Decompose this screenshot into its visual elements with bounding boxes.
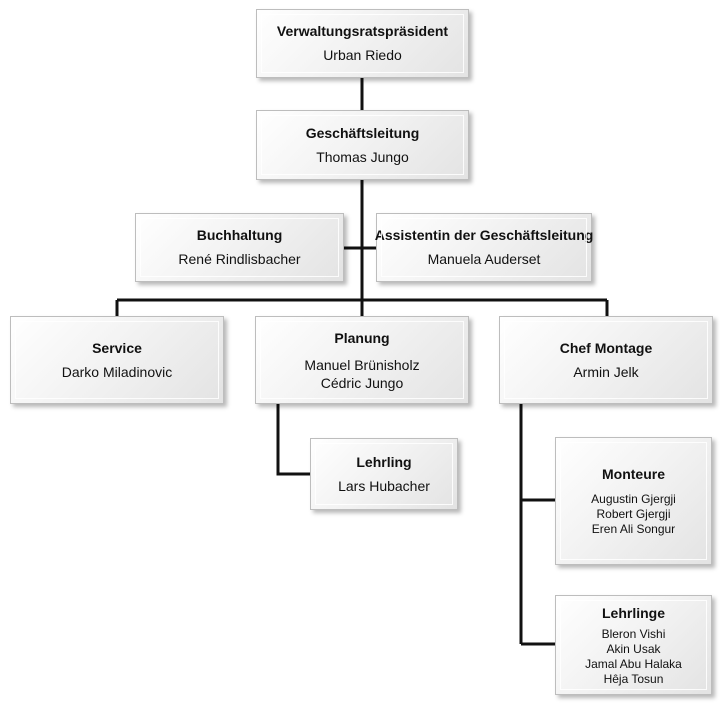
node-fitters: Monteure Augustin Gjergji Robert Gjergji… <box>555 437 712 565</box>
node-assistant: Assistentin der Geschäftsleitung Manuela… <box>374 213 594 282</box>
node-planning-name-2: Cédric Jungo <box>320 374 404 391</box>
node-apprentices-title: Lehrlinge <box>601 604 665 621</box>
node-service-name: Darko Miladinovic <box>61 363 173 380</box>
node-apprentice-title: Lehrling <box>356 453 412 470</box>
node-apprentices-name-1: Bleron Vishi <box>601 626 666 641</box>
node-accounting-title: Buchhaltung <box>196 227 283 243</box>
node-planning-title: Planung <box>334 329 390 346</box>
node-president-name: Urban Riedo <box>323 47 402 63</box>
node-apprentices-name-3: Jamal Abu Halaka <box>585 656 682 671</box>
node-management: Geschäftsleitung Thomas Jungo <box>256 110 469 180</box>
node-fitters-name-3: Eren Ali Songur <box>591 522 676 536</box>
node-assistant-name: Manuela Auderset <box>427 251 541 267</box>
node-apprentice: Lehrling Lars Hubacher <box>310 438 458 510</box>
node-fitters-name-1: Augustin Gjergji <box>591 492 676 506</box>
node-planning-name-1: Manuel Brünisholz <box>304 356 420 373</box>
node-apprentices-name-2: Akin Usak <box>606 641 661 656</box>
node-management-title: Geschäftsleitung <box>305 124 420 141</box>
node-apprentices-name-4: Hêja Tosun <box>603 671 664 686</box>
node-service: Service Darko Miladinovic <box>10 316 224 404</box>
node-president-title: Verwaltungsratspräsident <box>276 23 449 39</box>
node-accounting: Buchhaltung René Rindlisbacher <box>135 213 344 282</box>
node-service-title: Service <box>92 339 142 356</box>
node-planning: Planung Manuel Brünisholz Cédric Jungo <box>255 316 469 404</box>
node-apprentice-name: Lars Hubacher <box>338 477 430 494</box>
node-assembly: Chef Montage Armin Jelk <box>499 316 713 404</box>
node-apprentices: Lehrlinge Bleron Vishi Akin Usak Jamal A… <box>555 595 712 695</box>
node-accounting-name: René Rindlisbacher <box>178 251 301 267</box>
node-assistant-title: Assistentin der Geschäftsleitung <box>374 227 594 243</box>
node-president: Verwaltungsratspräsident Urban Riedo <box>256 9 469 78</box>
node-management-name: Thomas Jungo <box>316 148 409 165</box>
node-fitters-title: Monteure <box>602 466 665 482</box>
connector-planning-apprentice <box>276 404 311 476</box>
node-assembly-title: Chef Montage <box>559 339 653 356</box>
node-assembly-name: Armin Jelk <box>573 363 639 380</box>
node-fitters-name-2: Robert Gjergji <box>596 507 671 521</box>
